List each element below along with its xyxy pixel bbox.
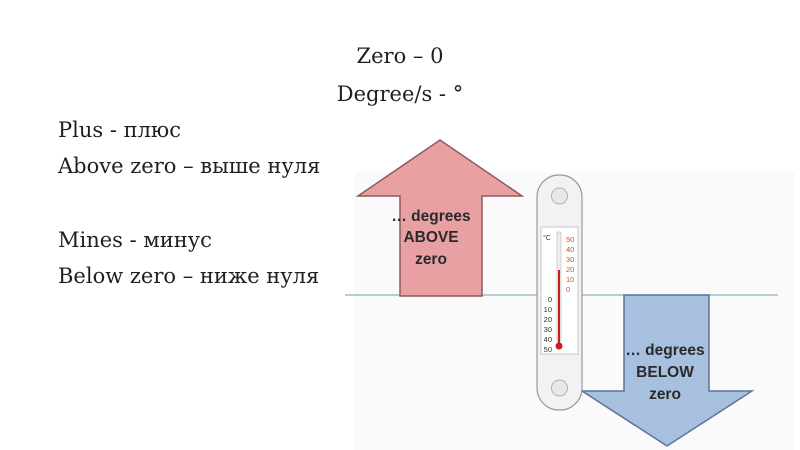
scale-label-below-50: 50 <box>544 345 552 354</box>
scale-label-below-40: 40 <box>544 335 552 344</box>
thermometer-bottom-hole <box>551 379 568 397</box>
header-zero: Zero – 0 <box>356 44 444 68</box>
arrow-up-label-2: ABOVE <box>403 229 458 246</box>
vocab-plus: Plus - плюс <box>58 118 181 142</box>
thermometer-mercury <box>558 270 560 344</box>
arrow-down-label-3: zero <box>649 386 681 403</box>
arrow-down-shape <box>579 294 755 447</box>
scale-label-above-10: 10 <box>566 275 574 284</box>
arrow-up-label-3: zero <box>415 251 447 268</box>
scale-label-below-20: 20 <box>544 315 552 324</box>
scale-label-above-50: 50 <box>566 235 574 244</box>
arrow-down-label-1: … degrees <box>625 342 704 359</box>
vocab-minus: Mines - минус <box>58 228 212 252</box>
scale-label-above-20: 20 <box>566 265 574 274</box>
arrow-up-shape <box>355 139 525 297</box>
arrow-up-label-1: … degrees <box>391 208 470 225</box>
scale-label-above-0: 0 <box>566 285 570 294</box>
scale-label-below-30: 30 <box>544 325 552 334</box>
thermometer-top-hole <box>551 187 568 205</box>
header-degrees: Degree/s - ° <box>336 82 464 106</box>
vocab-above-zero: Above zero – выше нуля <box>58 154 321 178</box>
thermometer-unit-label: °C <box>543 234 551 242</box>
vocab-below-zero: Below zero – ниже нуля <box>58 264 320 288</box>
thermometer-bulb <box>555 342 563 350</box>
scale-label-above-40: 40 <box>566 245 574 254</box>
scale-label-below-0: 0 <box>548 295 552 304</box>
arrow-down-label-2: BELOW <box>636 364 694 381</box>
scale-label-above-30: 30 <box>566 255 574 264</box>
scale-label-below-10: 10 <box>544 305 552 314</box>
